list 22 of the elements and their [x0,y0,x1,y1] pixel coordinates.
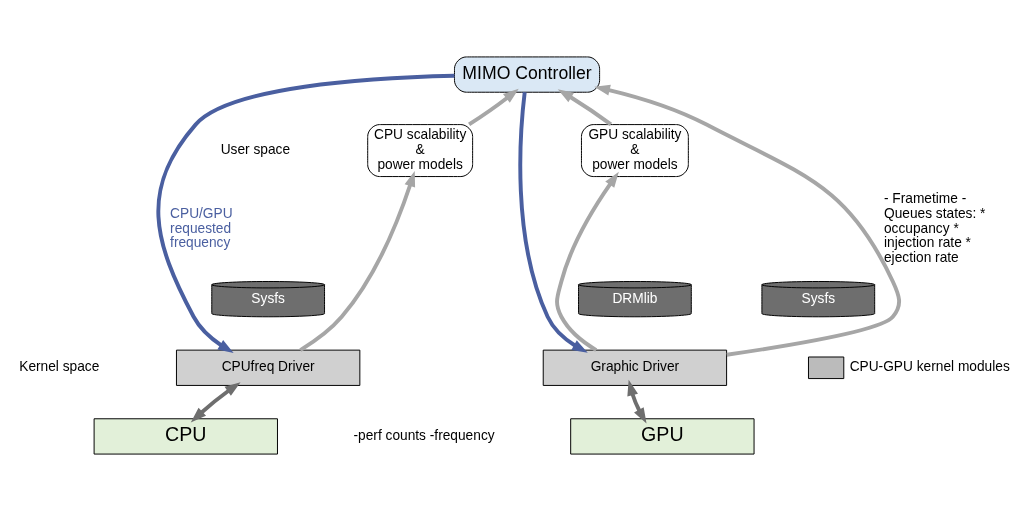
legend-label: CPU-GPU kernel modules [849,358,1010,374]
node-box: GPU [570,417,755,455]
edge-label: - Frametime - Queues states: * occupancy * injection rate * ejection rate [883,190,986,265]
node-box: CPUfreq Driver [176,349,361,386]
arrow [555,171,619,352]
label: -perf counts -frequency [353,427,495,443]
label: Kernel space [19,358,100,374]
label: User space [220,141,291,157]
arrow [518,91,588,353]
edge-label: CPU/GPU requested frequency [170,205,233,250]
arrow [557,88,612,126]
arrow [468,88,519,126]
arrow [156,73,455,353]
node-box: CPU scalability & power models [367,123,474,177]
node-box: GPU scalability & power models [581,123,689,177]
arrow [594,84,901,357]
arrow [627,379,647,424]
arrow [299,170,416,352]
node-box: MIMO Controller [454,55,601,93]
node-box: Graphic Driver [542,349,728,386]
arrow [190,381,241,422]
node-box: CPU [93,417,278,455]
